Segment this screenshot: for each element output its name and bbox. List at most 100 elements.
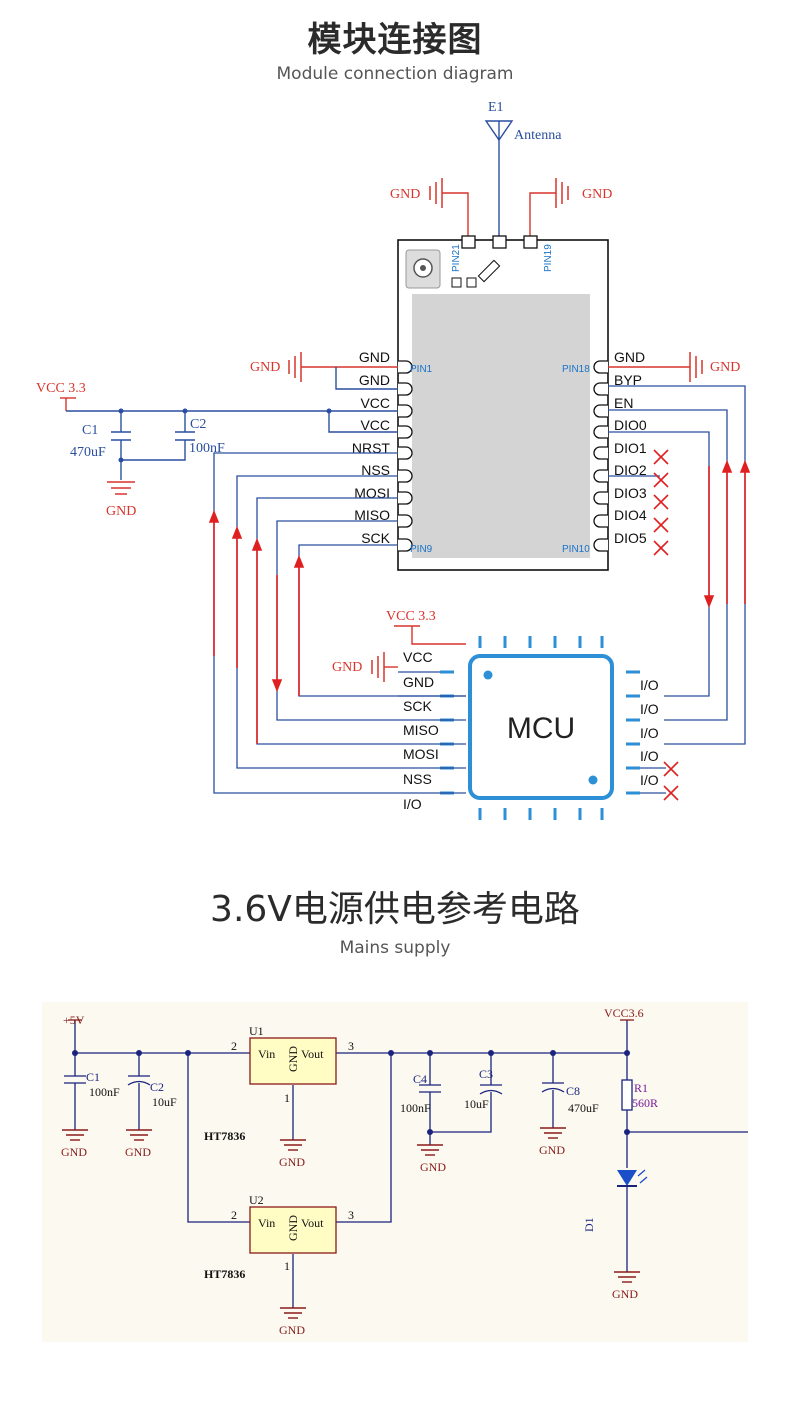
- module-pad-right: [593, 404, 608, 418]
- gnd-top-right: GND: [529, 178, 612, 236]
- gnd-module-left: GND: [250, 352, 398, 390]
- pin-label-right: DIO0: [614, 417, 647, 433]
- mcu-right-pin-labels: I/O I/O I/O I/O I/O: [640, 677, 659, 788]
- pin-label-left: VCC: [360, 395, 390, 411]
- c8-value: 470uF: [568, 1101, 599, 1115]
- gnd-label: GND: [61, 1145, 87, 1159]
- module-pad-left: [398, 425, 413, 439]
- module-pad-right: [593, 446, 608, 460]
- c3-value: 10uF: [464, 1097, 489, 1111]
- module-pad-left: [398, 469, 413, 483]
- module-pad-left: [398, 538, 413, 552]
- u2-vin: Vin: [258, 1216, 275, 1230]
- c2-value: 10uF: [152, 1095, 177, 1109]
- gnd-label: GND: [390, 187, 420, 202]
- vcc33-label: VCC 3.3: [36, 381, 86, 396]
- gnd-label: GND: [710, 360, 740, 375]
- pin-label-left: MISO: [354, 507, 390, 523]
- section-subtitle-power: Mains supply: [339, 938, 451, 958]
- signal-direction-arrows: [208, 459, 751, 744]
- pin1-label: PIN1: [410, 364, 433, 375]
- module-pad-left: [398, 514, 413, 528]
- u1-pin3: 3: [348, 1039, 354, 1053]
- c2-value: 100nF: [189, 441, 225, 456]
- u1-ref: U1: [249, 1024, 264, 1038]
- section-title-power: 3.6V电源供电参考电路: [210, 889, 580, 930]
- c1-value: 470uF: [70, 445, 106, 460]
- mcu-pin-label: MISO: [403, 722, 439, 738]
- gnd-top-left: GND: [390, 178, 469, 236]
- gnd-label: GND: [582, 187, 612, 202]
- gnd-module-right: GND: [608, 352, 740, 382]
- module-pad-right: [593, 382, 608, 396]
- pin-label-right: DIO5: [614, 530, 647, 546]
- gnd-label: GND: [612, 1287, 638, 1301]
- mcu-pin-label: NSS: [403, 771, 432, 787]
- module-pad-right: [593, 425, 608, 439]
- r1-value: 560R: [632, 1096, 658, 1110]
- u2-pin2: 2: [231, 1208, 237, 1222]
- mcu-pin-label: I/O: [640, 772, 659, 788]
- gnd-label: GND: [279, 1155, 305, 1169]
- gnd-label: GND: [279, 1323, 305, 1337]
- gnd-label: GND: [125, 1145, 151, 1159]
- pin-label-left: MOSI: [354, 485, 390, 501]
- mcu-pin-label: I/O: [403, 796, 422, 812]
- mcu-pin-label: I/O: [640, 748, 659, 764]
- module-pad-right: [593, 491, 608, 505]
- mcu-pin-label: VCC: [403, 649, 433, 665]
- u1-vin: Vin: [258, 1047, 275, 1061]
- mcu-pin-label: MOSI: [403, 746, 439, 762]
- module-pad-right: [593, 514, 608, 528]
- pin19-label: PIN19: [543, 244, 554, 272]
- c2-ref: C2: [150, 1080, 164, 1094]
- vcc-decoupling-caps: VCC 3.3 C1 470uF C2 100nF GND: [36, 381, 398, 519]
- u1-pin1: 1: [284, 1091, 290, 1105]
- u2-vout: Vout: [301, 1216, 324, 1230]
- c1-ref: C1: [86, 1070, 100, 1084]
- u2-pin3: 3: [348, 1208, 354, 1222]
- u1-gnd: GND: [286, 1046, 300, 1072]
- u2-gnd: GND: [286, 1215, 300, 1241]
- gnd-label: GND: [250, 360, 280, 375]
- section-subtitle-connection: Module connection diagram: [276, 64, 514, 84]
- gnd-label: GND: [420, 1160, 446, 1174]
- power-grounds: [62, 1127, 640, 1319]
- r1-ref: R1: [634, 1081, 648, 1095]
- mcu-pin-label: SCK: [403, 698, 432, 714]
- gnd-label: GND: [106, 504, 136, 519]
- antenna-ref: E1: [488, 100, 504, 115]
- pin-label-right: DIO1: [614, 440, 647, 456]
- module-left-pin-labels: GND GND VCC VCC NRST NSS MOSI MISO SCK: [352, 349, 391, 546]
- pin9-label: PIN9: [410, 544, 433, 555]
- led-d1: [617, 1169, 648, 1187]
- antenna-label: Antenna: [514, 128, 562, 143]
- module-pad-right: [593, 538, 608, 552]
- mcu-pin-label: I/O: [640, 677, 659, 693]
- vcc33-label: VCC 3.3: [386, 609, 436, 624]
- module-right-pin-labels: GND BYP EN DIO0 DIO1 DIO2 DIO3 DIO4 DIO5: [614, 349, 647, 546]
- c1-ref: C1: [82, 423, 98, 438]
- pin-label-right: EN: [614, 395, 633, 411]
- u1-part: HT7836: [204, 1129, 245, 1143]
- pin-label-left: SCK: [361, 530, 390, 546]
- pin21-label: PIN21: [451, 244, 462, 272]
- antenna-symbol: E1 Antenna: [484, 100, 562, 236]
- d1-ref: D1: [582, 1217, 596, 1232]
- module-pad-right: [593, 360, 608, 374]
- pin-label-left: VCC: [360, 417, 390, 433]
- u2-part: HT7836: [204, 1267, 245, 1281]
- module-pad-left: [398, 491, 413, 505]
- pin-label-left: NRST: [352, 440, 391, 456]
- power-junctions: [72, 1050, 630, 1135]
- module-pad-left: [398, 404, 413, 418]
- pin18-label: PIN18: [562, 364, 590, 375]
- c1-value: 100nF: [89, 1085, 120, 1099]
- p5v-label: +5V: [63, 1013, 85, 1027]
- u2-ref: U2: [249, 1193, 264, 1207]
- mcu-pin-label: GND: [403, 674, 434, 690]
- pin-label-right: DIO4: [614, 507, 647, 523]
- pin-label-right: DIO2: [614, 462, 647, 478]
- u2-pin1: 1: [284, 1259, 290, 1273]
- regulator-u1: [249, 1037, 337, 1085]
